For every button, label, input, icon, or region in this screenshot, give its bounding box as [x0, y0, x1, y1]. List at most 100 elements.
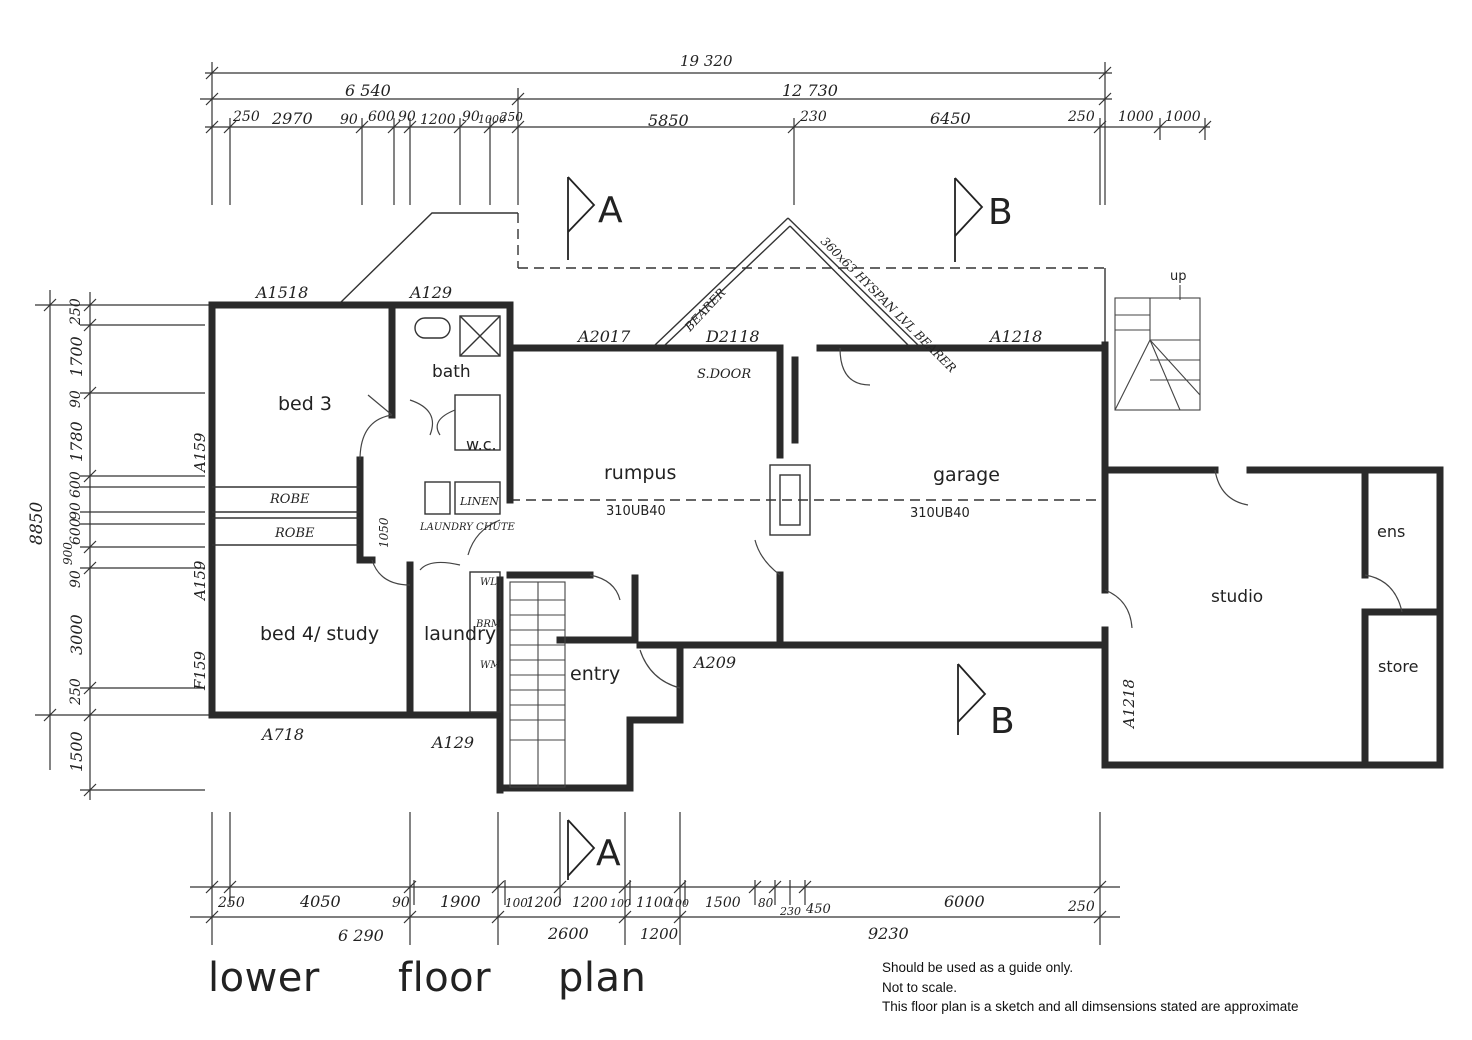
dim-bottom-seg: 1100: [636, 895, 672, 911]
dim-left-overall: 8850: [27, 502, 47, 545]
walls: [208, 301, 1444, 794]
wm-label: WM: [480, 660, 501, 671]
dim-top-overall: 19 320: [680, 52, 733, 70]
dim-left-seg: 250: [68, 678, 84, 706]
disclaimer-note: Should be used as a guide only. Not to s…: [882, 958, 1382, 1017]
disclaimer-line: This floor plan is a sketch and all dims…: [882, 999, 1299, 1014]
room-garage: garage: [933, 464, 1000, 486]
room-bed4-study: bed 4/ study: [260, 623, 379, 645]
dim-left-seg: 90: [68, 570, 84, 588]
beam-rumpus: 310UB40: [606, 504, 666, 519]
room-labels: bed 3 bath w.c. rumpus garage ROBE ROBE …: [260, 269, 1418, 685]
dim-top-seg: 230: [799, 109, 827, 125]
plan-title-lower: lower: [208, 955, 320, 1001]
dim-top-seg: 6450: [930, 109, 971, 128]
left-dimensions: 8850 250 1700 90 1780 600 90 600 900 90 …: [27, 290, 215, 800]
window-code: A159: [191, 560, 209, 602]
linen-label: LINEN: [459, 495, 499, 508]
dim-left-seg: 1500: [67, 731, 86, 772]
dim-bottom-seg: 100: [505, 896, 528, 910]
dim-left-seg: 600: [68, 518, 84, 545]
doors: [359, 347, 1403, 689]
dim-bottom-seg: 4050: [299, 892, 341, 911]
room-wc: w.c.: [466, 435, 497, 454]
dim-top-seg: 2970: [271, 109, 313, 128]
window-codes: A1518 A129 A2017 D2118 A1218 A159 A159 F…: [191, 283, 1138, 752]
stairs: [509, 285, 1201, 788]
dim-bottom-seg: 100: [610, 897, 631, 910]
disclaimer-line: Not to scale.: [882, 979, 958, 995]
room-store: store: [1378, 657, 1418, 676]
dim-bottom-total: 1200: [640, 925, 679, 943]
dim-top-seg: 1000: [1118, 109, 1154, 125]
dim-bottom-seg: 80: [758, 896, 774, 910]
window-code: A1518: [254, 283, 308, 302]
window-code: A1218: [988, 327, 1042, 346]
dim-bottom-total: 6 290: [338, 926, 384, 945]
section-markers: A B B A: [567, 176, 1015, 880]
top-dimensions: 19 320 6 540 12 730 250 2970 90 600 90 1…: [200, 52, 1212, 205]
window-code: A159: [191, 432, 209, 474]
section-a-bottom: A: [596, 833, 621, 874]
dim-bottom-seg: 6000: [944, 892, 985, 911]
dim-bottom-seg: 250: [1067, 899, 1095, 915]
dim-bottom-seg: 1500: [705, 895, 741, 911]
upper-floor-outline: [339, 212, 1106, 501]
dim-bottom-total: 9230: [868, 924, 909, 943]
section-b-bottom: B: [990, 701, 1015, 742]
window-code: A718: [260, 725, 304, 744]
dim-top-seg: 600: [368, 109, 395, 125]
window-code: A209: [692, 653, 736, 672]
dim-bottom-seg: 1200: [572, 895, 608, 911]
bearer-right-label: 360x63 HYSPAN LVL BEARER: [818, 234, 959, 375]
window-code: F159: [191, 651, 209, 691]
dim-top-left-group: 6 540: [345, 81, 391, 100]
dim-bottom-total: 2600: [547, 924, 589, 943]
laundry-chute-label: LAUNDRY CHUTE: [419, 522, 516, 533]
dim-top-seg: 90: [462, 109, 480, 125]
dim-bottom-seg: 1900: [440, 892, 481, 911]
dim-left-seg: 900: [61, 542, 75, 565]
window-code: A129: [430, 733, 474, 752]
dim-left-seg: 1700: [67, 336, 86, 377]
dim-bottom-seg: 1200: [526, 895, 562, 911]
brm-label: BRM: [475, 619, 502, 630]
dim-top-right-group: 12 730: [782, 81, 838, 100]
dim-left-seg: 90: [68, 502, 84, 520]
dim-left-seg: 1780: [67, 421, 86, 462]
room-entry: entry: [570, 663, 620, 685]
window-code: A1218: [1120, 679, 1138, 730]
bearers: BEARER 360x63 HYSPAN LVL BEARER: [654, 217, 959, 375]
robe-label: ROBE: [269, 492, 310, 507]
dim-left-seg: 90: [68, 390, 84, 408]
dim-top-seg: 90: [340, 112, 358, 128]
window-code: A129: [408, 283, 452, 302]
dim-top-seg: 250: [232, 109, 260, 125]
wl-label: WL: [480, 577, 497, 588]
section-b-top: B: [988, 192, 1013, 233]
s-door-label: S.DOOR: [697, 367, 751, 382]
room-studio: studio: [1211, 587, 1263, 607]
plan-title-floor: floor: [398, 955, 492, 1001]
dim-top-seg: 1000: [1165, 109, 1201, 125]
robe-label: ROBE: [274, 526, 315, 541]
dim-left-seg: 250: [68, 298, 84, 326]
dim-bottom-seg: 90: [392, 895, 410, 911]
bottom-dimensions: 250 4050 90 1900 100 1200 1200 100 1100 …: [190, 812, 1120, 945]
room-bed3: bed 3: [278, 393, 332, 415]
wall-1050-label: 1050: [377, 517, 391, 548]
dim-bottom-seg: 100: [668, 897, 689, 910]
window-code: A2017: [576, 327, 631, 346]
window-code: D2118: [705, 327, 760, 346]
dim-top-seg: 1000: [478, 113, 506, 126]
section-a-top: A: [598, 190, 623, 231]
dim-top-seg: 90: [398, 109, 416, 125]
dim-top-seg: 250: [499, 110, 523, 124]
dim-bottom-seg: 230: [779, 905, 801, 918]
room-laundry: laundry: [424, 623, 496, 645]
disclaimer-line: Should be used as a guide only.: [882, 960, 1074, 975]
room-bath: bath: [432, 362, 471, 382]
room-rumpus: rumpus: [604, 462, 676, 484]
dim-bottom-seg: 250: [217, 895, 245, 911]
